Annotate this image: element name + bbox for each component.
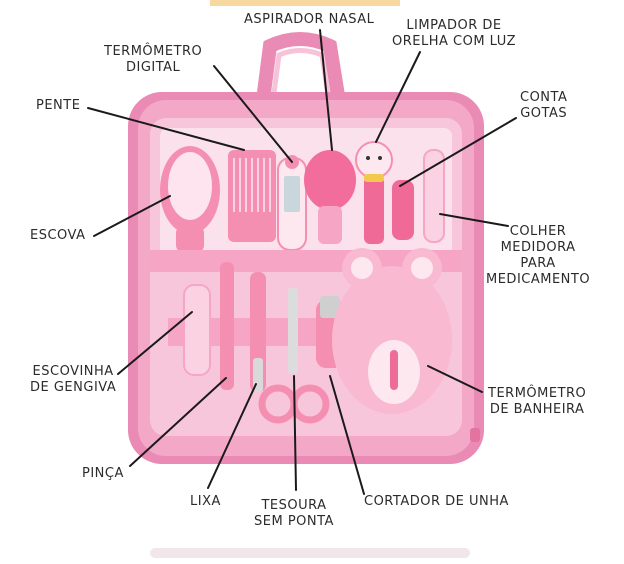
line-pente bbox=[87, 107, 245, 151]
label-text: DE BANHEIRA bbox=[489, 402, 585, 417]
label-text: DIGITAL bbox=[125, 60, 181, 75]
label-tesoura-sem-ponta: TESOURA SEM PONTA bbox=[254, 498, 334, 530]
label-termometro-digital: TERMÔMETRO DIGITAL bbox=[104, 44, 202, 76]
bath-thermometer bbox=[332, 248, 452, 414]
label-termometro-banheira: TERMÔMETRO DE BANHEIRA bbox=[488, 386, 586, 418]
label-aspirador-nasal: ASPIRADOR NASAL bbox=[244, 12, 374, 28]
label-text: MEDIDORA bbox=[500, 240, 576, 255]
scissors bbox=[258, 288, 330, 424]
thermometer-display bbox=[284, 176, 300, 212]
line-escova bbox=[93, 195, 171, 237]
label-text: PARA bbox=[520, 256, 556, 271]
bag-handle bbox=[255, 32, 347, 115]
line-escovinha bbox=[117, 311, 193, 375]
label-text: LIMPADOR DE bbox=[406, 18, 502, 33]
label-pente: PENTE bbox=[36, 98, 80, 114]
line-termometro-digital bbox=[213, 65, 293, 163]
tweezers bbox=[220, 262, 234, 390]
label-escova: ESCOVA bbox=[30, 228, 86, 244]
label-text: ESCOVINHA bbox=[32, 364, 114, 379]
label-text: LIXA bbox=[190, 494, 221, 509]
label-text: DE GENGIVA bbox=[30, 380, 117, 395]
line-limpador bbox=[375, 51, 421, 143]
label-text: CORTADOR DE UNHA bbox=[364, 494, 509, 509]
dropper bbox=[392, 180, 414, 240]
bottom-shadow bbox=[150, 548, 470, 558]
label-text: PINÇA bbox=[82, 466, 124, 481]
label-text: PENTE bbox=[36, 98, 81, 113]
label-conta-gotas: CONTA GOTAS bbox=[520, 90, 567, 122]
label-text: CONTA bbox=[520, 90, 568, 105]
line-conta-gotas bbox=[399, 117, 517, 187]
line-termometro-banheira bbox=[427, 365, 483, 393]
line-tesoura bbox=[293, 375, 297, 491]
label-text: TERMÔMETRO bbox=[104, 44, 203, 59]
measuring-spoon bbox=[423, 149, 445, 243]
label-text: TERMÔMETRO bbox=[488, 386, 587, 401]
label-pinca: PINÇA bbox=[82, 466, 124, 482]
brush-bristles bbox=[168, 152, 212, 220]
label-text: COLHER bbox=[509, 224, 567, 239]
label-text: SEM PONTA bbox=[254, 514, 334, 529]
label-limpador-orelha: LIMPADOR DE ORELHA COM LUZ bbox=[392, 18, 516, 50]
nasal-aspirator-tip bbox=[318, 206, 342, 244]
label-text: ORELHA COM LUZ bbox=[392, 34, 516, 49]
label-text: TESOURA bbox=[261, 498, 327, 513]
label-text: GOTAS bbox=[520, 106, 568, 121]
label-text: ASPIRADOR NASAL bbox=[244, 12, 375, 27]
label-escovinha-gengiva: ESCOVINHA DE GENGIVA bbox=[30, 364, 116, 396]
nasal-aspirator-bulb bbox=[304, 150, 356, 210]
label-cortador-unha: CORTADOR DE UNHA bbox=[364, 494, 509, 510]
line-aspirador bbox=[319, 29, 333, 151]
line-cortador bbox=[329, 375, 365, 495]
label-text: MEDICAMENTO bbox=[486, 272, 591, 287]
label-lixa: LIXA bbox=[190, 494, 221, 510]
zipper-pull bbox=[470, 428, 480, 442]
line-pinca bbox=[129, 377, 227, 467]
ear-cleaner-face bbox=[355, 141, 393, 179]
label-colher-medidora: COLHER MEDIDORA PARA MEDICAMENTO bbox=[486, 224, 590, 288]
line-lixa bbox=[207, 383, 257, 489]
ear-cleaner bbox=[364, 176, 384, 244]
line-colher bbox=[439, 213, 509, 227]
top-banner-sliver bbox=[210, 0, 400, 6]
brush-handle bbox=[176, 225, 204, 253]
label-text: ESCOVA bbox=[30, 228, 86, 243]
gum-brush bbox=[183, 284, 211, 376]
